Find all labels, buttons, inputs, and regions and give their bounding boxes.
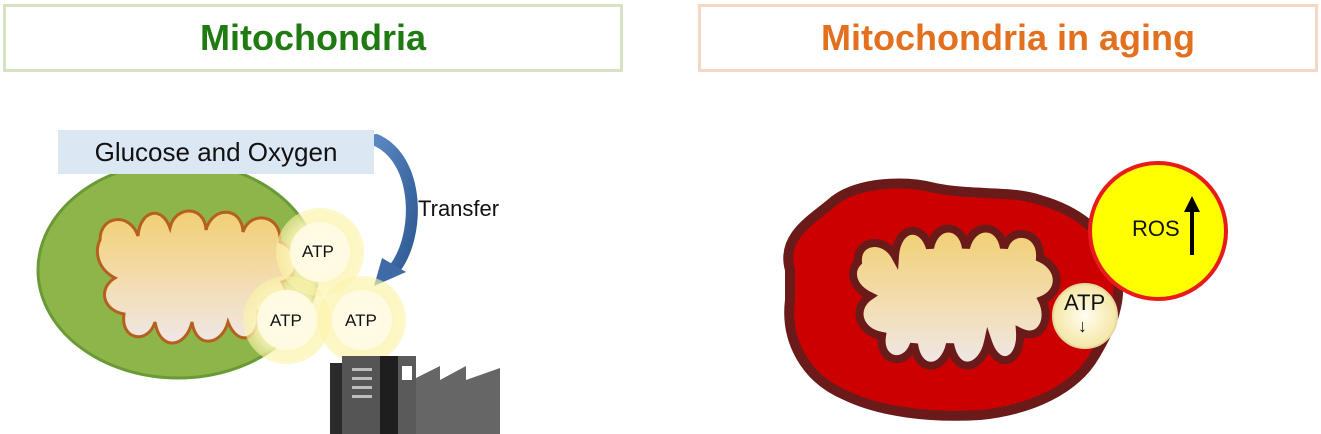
aging-mitochondria-title: Mitochondria in aging xyxy=(698,4,1318,72)
transfer-label: Transfer xyxy=(418,196,500,221)
atp-down-arrow-icon: ↓ xyxy=(1078,316,1087,336)
factory-icon xyxy=(330,356,500,434)
ros-label: ROS xyxy=(1132,216,1180,241)
atp-circle-reduced xyxy=(1052,283,1118,349)
mitochondria-title: Mitochondria xyxy=(3,4,623,72)
aged-atp-label: ATP xyxy=(1064,290,1106,315)
aged-mitochondrion xyxy=(783,178,1124,421)
glucose-oxygen-box: Glucose and Oxygen xyxy=(58,130,374,174)
cristae-inner-membrane xyxy=(849,224,1061,370)
atp-label: ATP xyxy=(270,311,302,330)
ros-up-arrow-icon xyxy=(1184,196,1200,255)
atp-label: ATP xyxy=(302,242,334,261)
atp-cluster xyxy=(243,208,406,364)
transfer-arrow xyxy=(370,134,418,286)
atp-label: ATP xyxy=(345,311,377,330)
